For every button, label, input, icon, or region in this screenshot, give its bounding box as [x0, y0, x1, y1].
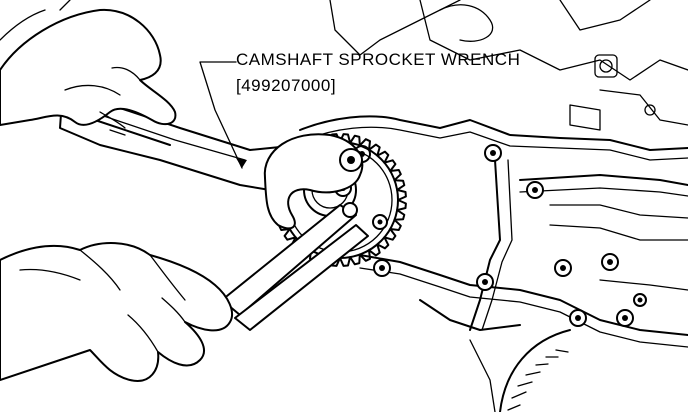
wrench-name-label: CAMSHAFT SPROCKET WRENCH: [236, 50, 521, 69]
cover-bolt: [601, 253, 619, 271]
cover-bolt: [554, 259, 572, 277]
cover-bolt: [616, 309, 634, 327]
cover-bolt: [569, 309, 587, 327]
engine-block: [299, 0, 688, 412]
cover-bolt: [373, 259, 391, 277]
cover-bolt: [526, 181, 544, 199]
cover-bolt: [476, 273, 494, 291]
callout-leader-line: [199, 61, 247, 169]
wrench-part-number-label: [499207000]: [236, 76, 337, 95]
crank-pulley-teeth: [507, 349, 569, 411]
lower-hand: [0, 202, 369, 382]
cover-bolt: [484, 144, 502, 162]
upper-hand: [0, 0, 177, 129]
cover-bolt: [633, 293, 647, 307]
sprocket-wrench-tool: [59, 91, 364, 230]
